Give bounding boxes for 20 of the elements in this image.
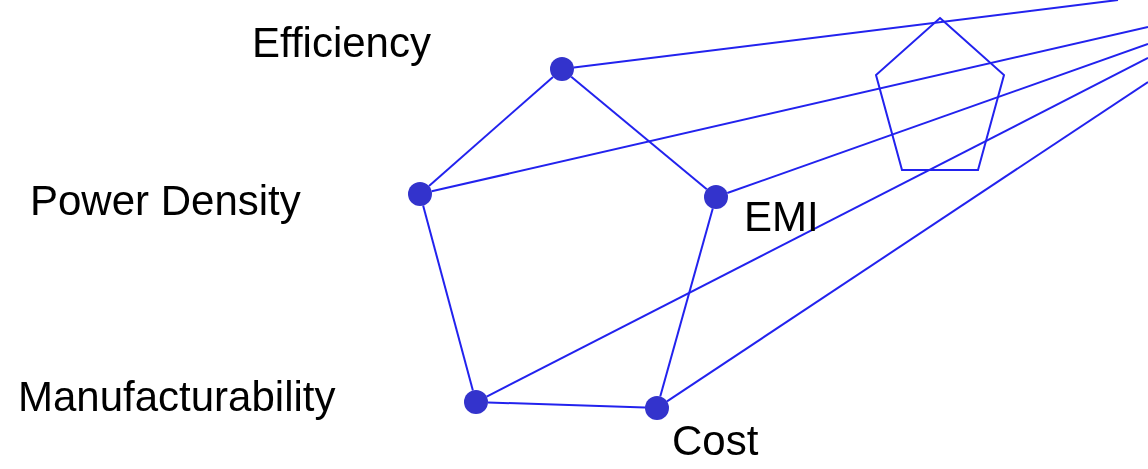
vertex-dot [408, 182, 432, 206]
vertex-dot [645, 396, 669, 420]
connector-line [485, 57, 1148, 398]
vertex-dot [464, 390, 488, 414]
connector-line [430, 26, 1148, 193]
connector-line [428, 75, 554, 188]
connector-line [726, 43, 1148, 194]
vertex-dot [550, 57, 574, 81]
axis-label: Efficiency [252, 22, 431, 64]
connector-line [659, 207, 714, 398]
connector-line [572, 0, 1119, 69]
connector-line [487, 401, 646, 409]
connector-line [422, 204, 474, 392]
axis-label: Manufacturability [18, 376, 336, 418]
axis-label: Power Density [30, 180, 301, 222]
axis-label: EMI [744, 196, 819, 238]
connector-line [666, 81, 1148, 403]
connector-line [570, 75, 708, 191]
vertex-dot [704, 185, 728, 209]
axis-label: Cost [672, 420, 759, 462]
